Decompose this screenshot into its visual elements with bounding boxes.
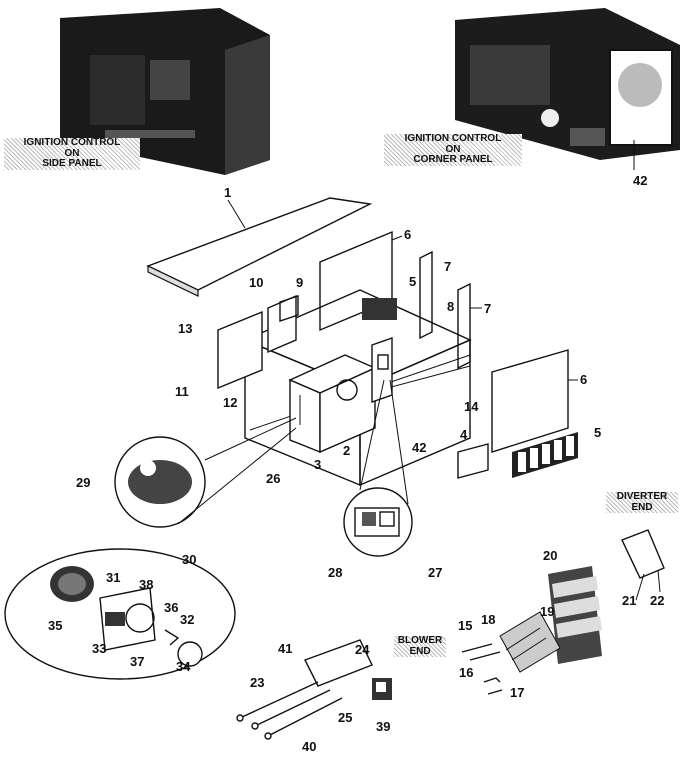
callout-6-upper: 6 <box>404 227 412 242</box>
callout-12: 12 <box>223 395 238 410</box>
grille-upper <box>362 298 397 320</box>
side-panel-right <box>491 349 569 453</box>
end-panel <box>217 310 263 390</box>
callout-8: 8 <box>447 299 455 314</box>
callout-2: 2 <box>343 443 351 458</box>
small-parts <box>461 643 503 695</box>
exchanger-sections <box>499 566 602 673</box>
callout-14: 14 <box>464 399 479 414</box>
caption-line: ON <box>64 147 80 159</box>
callout-16: 16 <box>459 665 474 680</box>
caption-line: IGNITION CONTROL <box>23 137 121 148</box>
callout-23: 23 <box>250 675 265 690</box>
caption-line: IGNITION CONTROL <box>404 133 502 144</box>
top-panel <box>146 197 373 297</box>
callout-29: 29 <box>76 475 91 490</box>
callout-11: 11 <box>175 384 189 399</box>
blower-wheel <box>50 566 94 602</box>
caption-blower-end: BLOWER END <box>394 635 446 657</box>
callout-9: 9 <box>296 275 304 290</box>
callout-36: 36 <box>164 600 179 615</box>
callout-7-upper: 7 <box>444 259 452 274</box>
caption-ignition-control-corner-panel: IGNITION CONTROL ON CORNER PANEL <box>384 133 522 166</box>
callout-27: 27 <box>428 565 443 580</box>
blower-assembly <box>4 548 236 680</box>
detail-circle-29 <box>114 417 297 528</box>
caption-diverter-end: DIVERTER END <box>606 491 678 513</box>
caption-ignition-control-side-panel: IGNITION CONTROL ON SIDE PANEL <box>4 137 140 170</box>
callout-38: 38 <box>139 577 154 592</box>
callout-35: 35 <box>48 618 63 633</box>
side-frame <box>419 250 433 340</box>
caption-line: END <box>631 501 653 513</box>
burner-assembly <box>236 639 392 740</box>
callout-6-lower: 6 <box>580 372 588 387</box>
caption-line: CORNER PANEL <box>413 154 493 165</box>
callout-21: 21 <box>622 593 637 608</box>
diverter <box>621 529 665 579</box>
callout-13: 13 <box>178 321 193 336</box>
callout-32: 32 <box>180 612 195 627</box>
control-bracket <box>371 337 393 403</box>
cover-plate <box>457 443 489 479</box>
callout-20: 20 <box>543 548 558 563</box>
callout-18: 18 <box>481 612 496 627</box>
appliance-photo-left <box>60 8 270 175</box>
callout-5-lower: 5 <box>594 425 602 440</box>
caption-line: DIVERTER <box>616 491 668 502</box>
callout-10: 10 <box>249 275 264 290</box>
callout-26: 26 <box>266 471 281 486</box>
callout-33: 33 <box>92 641 107 656</box>
appliance-photo-right <box>455 8 680 170</box>
grille-lower <box>512 432 578 478</box>
callout-39: 39 <box>376 719 391 734</box>
callout-24: 24 <box>355 642 370 657</box>
motor <box>164 629 203 667</box>
callout-42-upper: 42 <box>633 173 648 188</box>
callout-7-lower: 7 <box>484 301 492 316</box>
callout-37: 37 <box>130 654 145 669</box>
callout-41: 41 <box>278 641 293 656</box>
callout-28: 28 <box>328 565 343 580</box>
callout-30: 30 <box>182 552 197 567</box>
callout-34: 34 <box>176 659 191 674</box>
callout-22: 22 <box>650 593 665 608</box>
callout-15: 15 <box>458 618 473 633</box>
callout-5-upper: 5 <box>409 274 417 289</box>
callout-3: 3 <box>314 457 322 472</box>
heat-exchanger <box>288 354 377 454</box>
side-panel <box>267 294 297 354</box>
callout-40: 40 <box>302 739 317 754</box>
bracket <box>279 295 299 322</box>
caption-line: SIDE PANEL <box>42 158 102 169</box>
detail-circle-27-28 <box>343 379 413 557</box>
blower-housing <box>99 587 156 651</box>
caption-line: END <box>409 645 431 657</box>
callout-1: 1 <box>224 185 232 200</box>
callout-19: 19 <box>540 604 555 619</box>
callout-31: 31 <box>106 570 121 585</box>
caption-line: ON <box>445 143 461 155</box>
caption-line: BLOWER <box>397 635 443 646</box>
callout-17: 17 <box>510 685 525 700</box>
callout-4: 4 <box>460 427 468 442</box>
callout-42-lower: 42 <box>412 440 427 455</box>
callout-25: 25 <box>338 710 353 725</box>
